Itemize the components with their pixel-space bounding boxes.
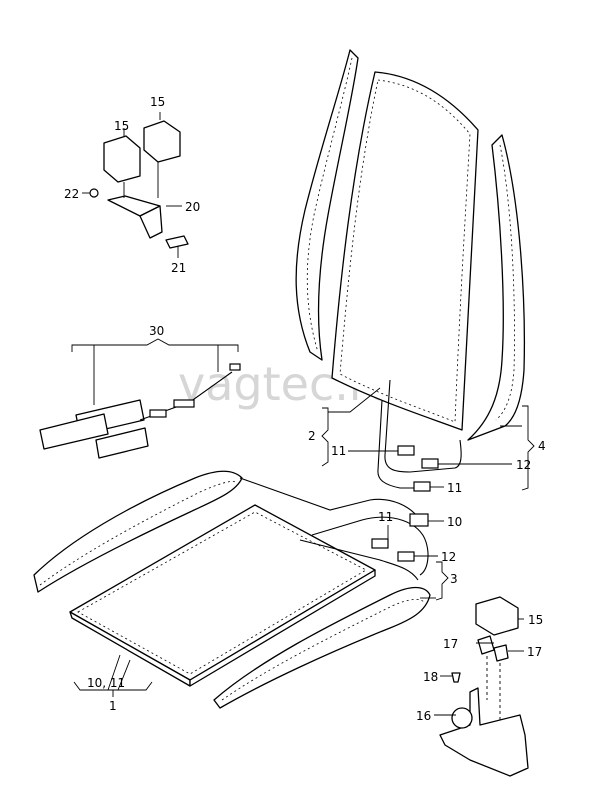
callout-16: 16: [416, 709, 431, 723]
clip-17-left: [477, 635, 495, 655]
callout-12-cushion: 12: [441, 550, 456, 564]
callout-10-11: 10, 11: [87, 676, 125, 690]
nut-22: [89, 188, 99, 198]
backrest-side-bolster-right: [467, 134, 526, 441]
bracket-16: [439, 687, 529, 777]
group-bracket-30: [71, 338, 239, 352]
callout-17-right: 17: [527, 645, 542, 659]
heater-control-bracket-assembly: [89, 120, 189, 249]
bolt-21: [165, 235, 189, 249]
cushion-heating-pad: [69, 504, 376, 687]
callout-20: 20: [185, 200, 200, 214]
cushion-side-bolster-left: [33, 470, 243, 593]
heating-mat-30-lower: [39, 413, 109, 450]
backrest-heating-pad: [331, 71, 479, 431]
callout-15-top-left: 15: [114, 119, 129, 133]
leader-lines: [73, 112, 535, 716]
control-unit-15-right: [143, 120, 181, 163]
callout-11-cushion: 11: [378, 510, 393, 524]
connector-10-cushion: [409, 513, 429, 527]
callout-12-backrest: 12: [516, 458, 531, 472]
heating-element-set-30: [39, 363, 241, 459]
backrest-side-bolster-left: [295, 49, 359, 361]
callout-21: 21: [171, 261, 186, 275]
callout-4: 4: [538, 439, 546, 453]
control-unit-15-left: [103, 135, 141, 183]
lower-mounting-bracket-assembly: [439, 596, 529, 777]
callout-3: 3: [450, 572, 458, 586]
callout-22: 22: [64, 187, 79, 201]
connector-11-cushion: [371, 538, 389, 549]
control-unit-15-lower: [475, 596, 519, 636]
cushion-wiring-harness: [239, 477, 429, 581]
callout-11-backrest: 11: [331, 444, 346, 458]
callout-1: 1: [109, 699, 117, 713]
cushion-side-bolster-right: [213, 586, 431, 709]
callout-2: 2: [308, 429, 316, 443]
callout-labels: 15 15 22 20 21 30 2 11 12 4 11 10 11 12 …: [64, 95, 546, 723]
connector-12-backrest: [421, 458, 439, 469]
backrest-wiring-harness: [377, 379, 462, 492]
connector-11-backrest-lower: [413, 481, 431, 492]
connector-12-cushion: [397, 551, 415, 562]
callout-18: 18: [423, 670, 438, 684]
callout-15-lower: 15: [528, 613, 543, 627]
connector-11-backrest: [397, 445, 415, 456]
clip-17-right: [493, 644, 509, 662]
callout-30: 30: [149, 324, 164, 338]
callout-17-left: 17: [443, 637, 458, 651]
callout-15-top-right: 15: [150, 95, 165, 109]
callout-10: 10: [447, 515, 462, 529]
callout-11-backrest-lower: 11: [447, 481, 462, 495]
screw-18: [451, 672, 461, 683]
